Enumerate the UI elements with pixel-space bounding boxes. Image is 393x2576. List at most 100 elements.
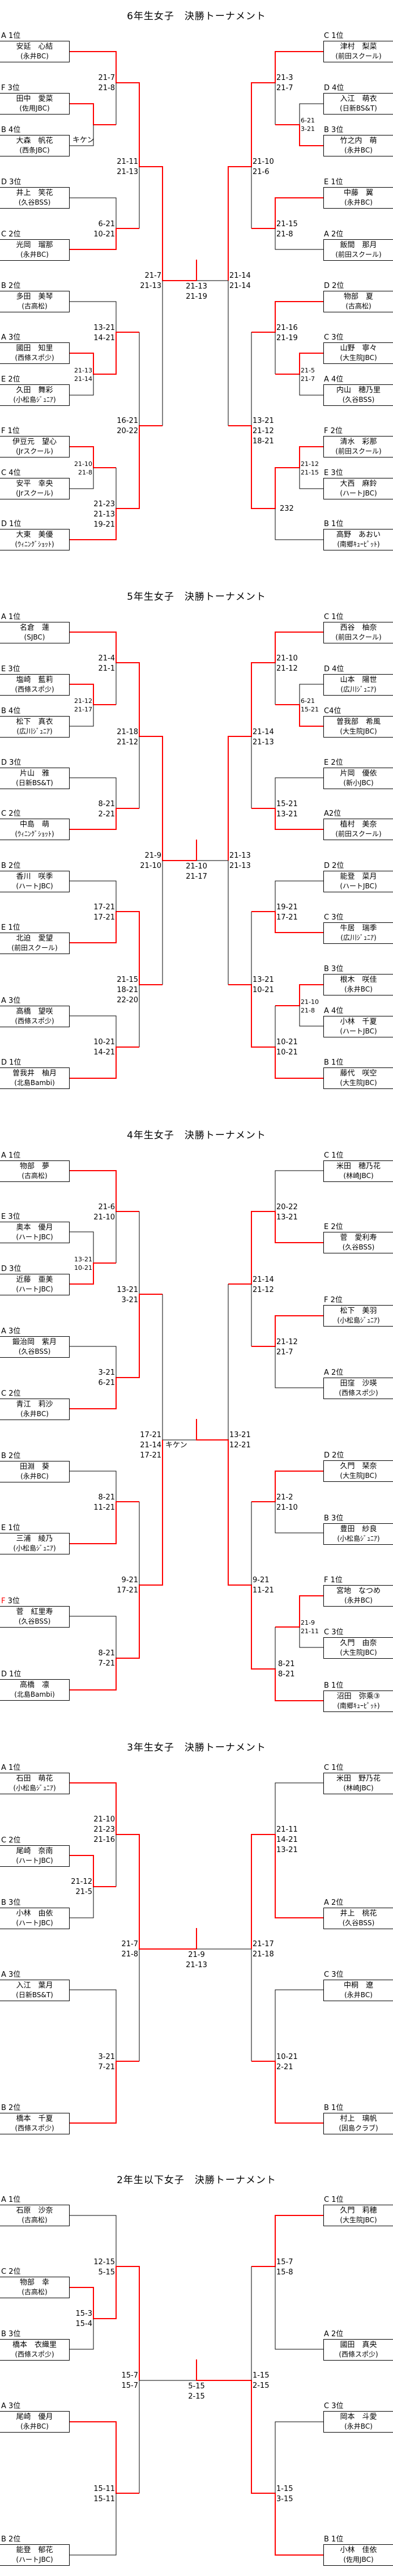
player-box[interactable]: 大森 帆花(西条JBC) bbox=[0, 135, 70, 156]
player-box[interactable]: 能登 菜月(ハートJBC) bbox=[323, 871, 393, 892]
player-box[interactable]: 田中 愛菜(佐用JBC) bbox=[0, 93, 70, 115]
player-box[interactable]: 豊田 紗良(小松島ｼﾞｭﾆｱ) bbox=[323, 1523, 393, 1545]
player-box[interactable]: 安延 心結(永井BC) bbox=[0, 41, 70, 62]
score-line: 21-1 bbox=[98, 664, 115, 673]
seed-label: F 2位 bbox=[324, 427, 343, 435]
winner-bracket-line bbox=[251, 1315, 323, 1347]
player-team: (西條スポ少) bbox=[339, 1389, 378, 1397]
player-box[interactable]: 石田 萌花(小松島ｼﾞｭﾆｱ) bbox=[0, 1773, 70, 1794]
player-box[interactable]: 植村 美奈(前田スクール) bbox=[323, 819, 393, 840]
player-box[interactable]: 清水 彩那(前田スクール) bbox=[323, 436, 393, 457]
seed-label: D 4位 bbox=[324, 665, 344, 673]
player-box[interactable]: 牛居 瑞季(広川ｼﾞｭﾆｱ) bbox=[323, 922, 393, 944]
player-box[interactable]: 久門 琹奈(大生院JBC) bbox=[323, 1460, 393, 1482]
player-box[interactable]: 物部 夢(古高松) bbox=[0, 1160, 70, 1182]
player-box[interactable]: 大東 美優(ｳｨﾆﾝｸﾞｼｮｯﾄ) bbox=[0, 529, 70, 550]
player-box[interactable]: 橋本 千夏(西條スポ少) bbox=[0, 2113, 70, 2134]
player-box[interactable]: 米田 野乃花(林崎JBC) bbox=[323, 1773, 393, 1794]
player-box[interactable]: 小林 由依(ハートJBC) bbox=[0, 1908, 70, 1929]
player-box[interactable]: 鍛治岡 紫月(久谷BSS) bbox=[0, 1336, 70, 1358]
player-box[interactable]: 飯間 那月(前田スクール) bbox=[323, 239, 393, 261]
player-box[interactable]: 岡本 斗愛(永井BC) bbox=[323, 2411, 393, 2433]
player-box[interactable]: 奥本 優月(ハートJBC) bbox=[0, 1222, 70, 1243]
player-box[interactable]: 田淵 葵(永井BC) bbox=[0, 1461, 70, 1482]
seed-label: A 3位 bbox=[1, 333, 21, 342]
player-box[interactable]: 北迫 愛望(前田スクール) bbox=[0, 933, 70, 954]
player-box[interactable]: 曽我部 希風(大生院JBC) bbox=[323, 716, 393, 738]
player-box[interactable]: 松下 真衣(広川ｼﾞｭﾆｱ) bbox=[0, 716, 70, 738]
player-box[interactable]: 中藤 翼(永井BC) bbox=[323, 187, 393, 209]
player-box[interactable]: 名倉 蓮(SJBC) bbox=[0, 622, 70, 643]
player-box[interactable]: 久門 莉穂(大生院JBC) bbox=[323, 2205, 393, 2226]
player-box[interactable]: 三浦 綾乃(小松島ｼﾞｭﾆｱ) bbox=[0, 1533, 70, 1554]
player-box[interactable]: 多田 美琴(古高松) bbox=[0, 291, 70, 312]
player-box[interactable]: 根木 咲佳(永井BC) bbox=[323, 974, 393, 995]
player-box[interactable]: 山野 寧々(大生院JBC) bbox=[323, 342, 393, 364]
player-box[interactable]: 菅 愛利寿(久谷BSS) bbox=[323, 1232, 393, 1253]
winner-bracket-line bbox=[251, 2061, 323, 2124]
player-box[interactable]: 内山 穂乃里(久谷BSS) bbox=[323, 384, 393, 406]
player-box[interactable]: 宮地 なつめ(永井BC) bbox=[323, 1585, 393, 1607]
player-box[interactable]: 能登 郁花(ハートJBC) bbox=[0, 2544, 70, 2566]
player-box[interactable]: 中桐 遼(永井BC) bbox=[323, 1980, 393, 2001]
player-box[interactable]: 高野 あおい(南郷ｷｭｰﾋﾟｯﾄ) bbox=[323, 529, 393, 550]
score-line: 13-21 bbox=[276, 1846, 298, 1854]
player-box[interactable]: 井上 桃花(久谷BSS) bbox=[323, 1908, 393, 1929]
player-box[interactable]: 津村 梨菜(前田スクール) bbox=[323, 41, 393, 62]
player-box[interactable]: 久田 舞彩(小松島ｼﾞｭﾆｱ) bbox=[0, 384, 70, 406]
player-box[interactable]: 松下 美羽(小松島ｼﾞｭﾆｱ) bbox=[323, 1305, 393, 1327]
player-box[interactable]: 安平 幸央(Jrスクール) bbox=[0, 478, 70, 499]
player-box[interactable]: 竹之内 萌(永井BC) bbox=[323, 135, 393, 156]
player-box[interactable]: 片山 雅(日新BS&T) bbox=[0, 768, 70, 789]
player-team: (北島Bambi) bbox=[14, 1690, 55, 1698]
seed-label: C 2位 bbox=[1, 1836, 21, 1845]
player-box[interactable]: 曽我井 柚月(北島Bambi) bbox=[0, 1067, 70, 1089]
winner-bracket-line bbox=[70, 1046, 139, 1079]
player-box[interactable]: 沼田 弥乘③(南郷ｷｭｰﾋﾟｯﾄ) bbox=[323, 1690, 393, 1712]
winner-bracket-line bbox=[275, 704, 323, 727]
player-name: 内山 穂乃里 bbox=[336, 386, 381, 395]
player-box[interactable]: 入江 萌衣(日新BS&T) bbox=[323, 93, 393, 115]
player-box[interactable]: 橋本 衣織里(西條スポ少) bbox=[0, 2339, 70, 2361]
seed-label: F 2位 bbox=[324, 1296, 343, 1304]
player-box[interactable]: 菅 紅里寿(久谷BSS) bbox=[0, 1606, 70, 1628]
player-box[interactable]: 近藤 亜美(ハートJBC) bbox=[0, 1274, 70, 1295]
player-box[interactable]: 大西 麻鈴(ハートJBC) bbox=[323, 478, 393, 499]
player-box[interactable]: 光岡 瑠那(永井BC) bbox=[0, 239, 70, 261]
player-box[interactable]: 小林 千夏(ハートJBC) bbox=[323, 1016, 393, 1037]
player-box[interactable]: 井上 笑花(久谷BSS) bbox=[0, 187, 70, 209]
player-box[interactable]: 中島 萌(ｳｨﾆﾝｸﾞｼｮｯﾄ) bbox=[0, 819, 70, 840]
seed-label: B 2位 bbox=[1, 2104, 21, 2112]
player-box[interactable]: 石原 沙奈(古高松) bbox=[0, 2205, 70, 2226]
player-box[interactable]: 山本 陽世(広川ｼﾞｭﾆｱ) bbox=[323, 674, 393, 696]
player-box[interactable]: 西谷 柚奈(前田スクール) bbox=[323, 622, 393, 643]
player-box[interactable]: 塩崎 藍莉(西條スポ少) bbox=[0, 674, 70, 696]
player-box[interactable]: 入江 葉月(日新BS&T) bbox=[0, 1980, 70, 2001]
player-box[interactable]: 尾崎 奈南(ハートJBC) bbox=[0, 1845, 70, 1867]
player-box[interactable]: 國田 真央(西條スポ少) bbox=[323, 2339, 393, 2361]
player-box[interactable]: 香川 咲季(ハートJBC) bbox=[0, 871, 70, 892]
player-box[interactable]: 物部 幸(古高松) bbox=[0, 2277, 70, 2298]
player-box[interactable]: 小林 佳依(佐用JBC) bbox=[323, 2544, 393, 2566]
player-box[interactable]: 高橋 凛(北島Bambi) bbox=[0, 1679, 70, 1701]
player-box[interactable]: 片岡 優依(新小JBC) bbox=[323, 768, 393, 789]
match-score: キケン bbox=[165, 1440, 187, 1451]
player-box[interactable]: 尾崎 優月(永井BC) bbox=[0, 2411, 70, 2433]
player-box[interactable]: 物部 夏(古高松) bbox=[323, 291, 393, 312]
player-box[interactable]: 藤代 咲空(大生院JBC) bbox=[323, 1067, 393, 1089]
player-box[interactable]: 米田 穂乃花(林崎JBC) bbox=[323, 1160, 393, 1182]
player-name: 小林 由依 bbox=[16, 1909, 53, 1918]
player-box[interactable]: 伊豆元 望心(Jrスクール) bbox=[0, 436, 70, 457]
seed-label: F 3位 bbox=[1, 84, 20, 92]
player-box[interactable]: 田窪 沙瑛(西條スポ少) bbox=[323, 1378, 393, 1399]
bracket-line bbox=[70, 1471, 117, 1502]
player-box[interactable]: 國田 知里(西條スポ少) bbox=[0, 342, 70, 364]
player-box[interactable]: 村上 璃帆(因島クラブ) bbox=[323, 2113, 393, 2134]
player-box[interactable]: 高橋 望咲(西條スポ少) bbox=[0, 1006, 70, 1027]
bracket-line bbox=[275, 777, 323, 808]
player-box[interactable]: 青江 莉沙(永井BC) bbox=[0, 1399, 70, 1420]
player-box[interactable]: 久門 由奈(大生院JBC) bbox=[323, 1637, 393, 1659]
